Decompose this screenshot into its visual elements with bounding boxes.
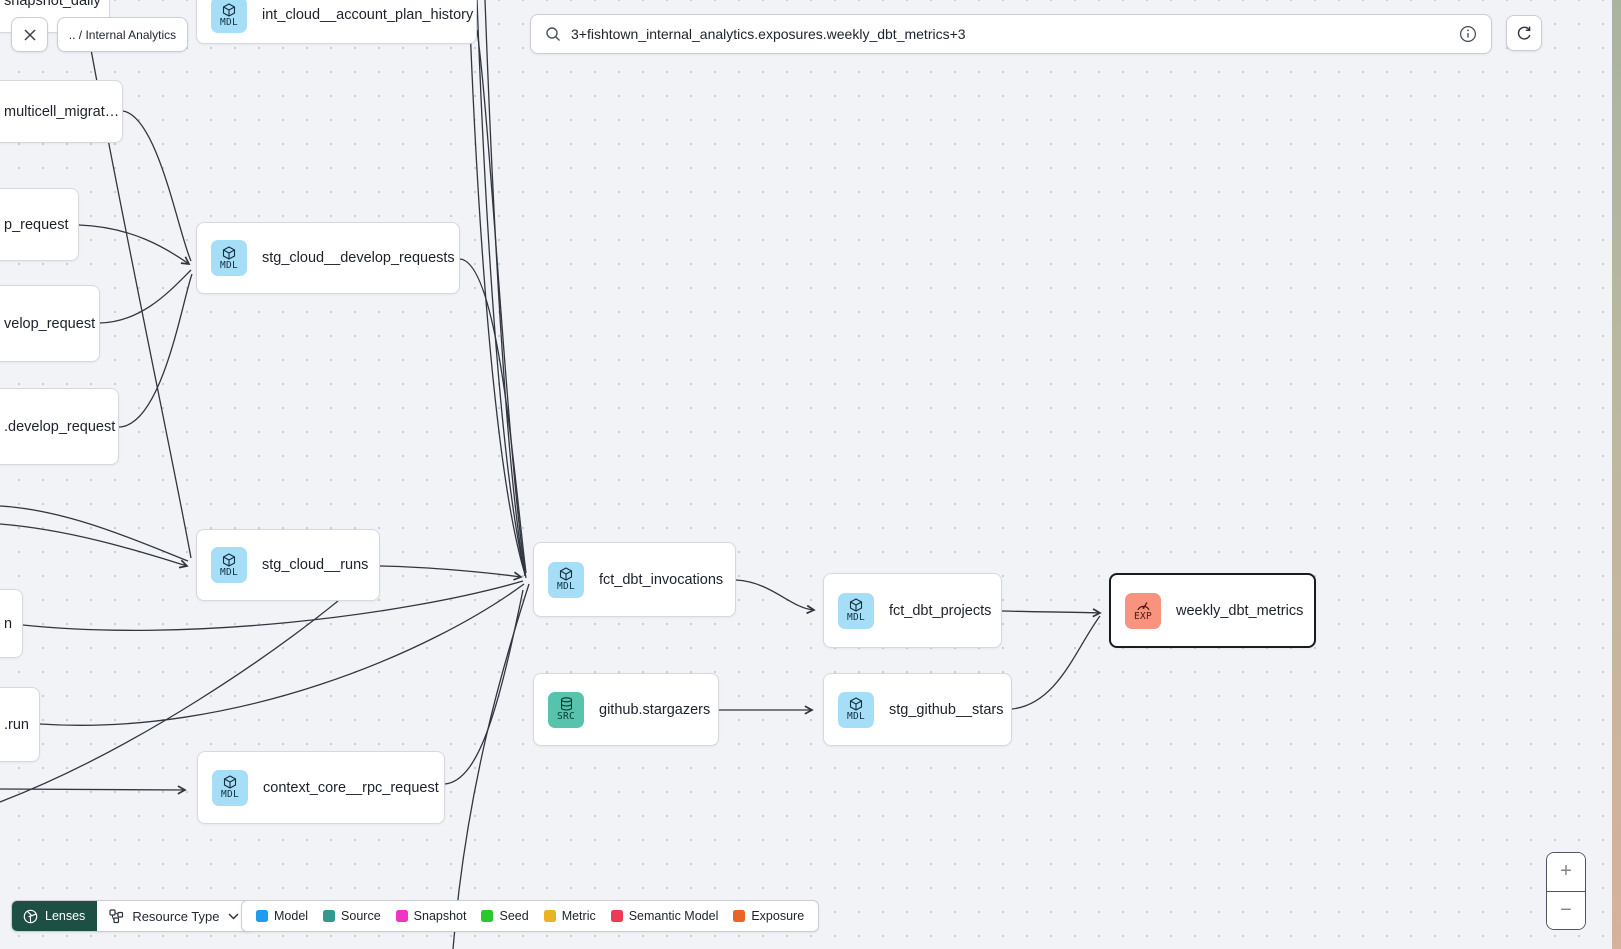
node-label: p_request: [4, 216, 69, 233]
lenses-icon: [23, 909, 38, 923]
model-icon: MDL: [838, 691, 874, 728]
node-run-cutoff[interactable]: MDL .run: [0, 687, 40, 762]
node-label: n: [4, 615, 13, 632]
node-velop-request[interactable]: MDL velop_request: [0, 285, 100, 362]
seed-swatch: [481, 910, 494, 922]
node-label: context_core__rpc_request: [263, 779, 439, 796]
zoom-divider: [1547, 890, 1585, 892]
lenses-toolbar: Lenses Resource Type: [11, 900, 253, 932]
zoom-out-button[interactable]: −: [1547, 891, 1585, 929]
legend-item-seed: Seed: [481, 909, 529, 923]
node-label: fct_dbt_projects: [889, 602, 992, 619]
lenses-button[interactable]: Lenses: [12, 901, 98, 931]
zoom-controls: + −: [1546, 852, 1586, 930]
node-develop-request[interactable]: MDL .develop_request: [0, 388, 119, 465]
node-label: stg_cloud__develop_requests: [262, 250, 455, 266]
legend-item-snapshot: Snapshot: [395, 909, 466, 923]
resource-type-icon: [109, 908, 124, 923]
breadcrumb-label: .. / Internal Analytics: [68, 27, 177, 42]
node-stg-cloud-develop-requests[interactable]: MDL stg_cloud__develop_requests: [196, 222, 460, 294]
node-label: snapshot_daily: [4, 0, 101, 9]
chevron-down-icon: [228, 913, 239, 919]
refresh-button[interactable]: [1506, 15, 1542, 51]
resource-type-label: Resource Type: [132, 908, 220, 924]
source-swatch: [323, 910, 336, 922]
resource-type-legend: Model Source Snapshot Seed Metric Semant…: [241, 900, 820, 932]
model-swatch: [256, 910, 268, 922]
node-label: velop_request: [4, 315, 96, 332]
close-button[interactable]: [11, 17, 48, 52]
node-label: .develop_request: [4, 418, 116, 435]
semantic-model-swatch: [610, 910, 623, 922]
model-icon: MDL: [211, 547, 247, 583]
model-icon: MDL: [211, 0, 247, 33]
legend-item-metric: Metric: [543, 909, 596, 923]
model-icon: MDL: [211, 240, 247, 276]
search-bar[interactable]: [530, 14, 1492, 54]
legend-item-source: Source: [323, 909, 381, 923]
snapshot-swatch: [395, 910, 408, 922]
legend-item-model: Model: [256, 909, 308, 923]
node-stg-github-stars[interactable]: MDL stg_github__stars: [823, 673, 1012, 746]
node-github-stargazers[interactable]: SRC github.stargazers: [533, 673, 719, 746]
node-label: stg_cloud__runs: [262, 557, 369, 573]
node-fct-dbt-projects[interactable]: MDL fct_dbt_projects: [823, 573, 1002, 648]
model-icon: MDL: [548, 561, 584, 598]
node-label: int_cloud__account_plan_history: [262, 7, 474, 23]
node-label: multicell_migrat…: [4, 103, 120, 120]
metric-swatch: [543, 910, 556, 922]
lenses-label: Lenses: [45, 909, 86, 923]
node-context-core-rpc-request[interactable]: MDL context_core__rpc_request: [197, 751, 445, 824]
zoom-in-button[interactable]: +: [1547, 853, 1585, 891]
node-label: .run: [4, 716, 29, 733]
search-icon: [546, 27, 560, 41]
exposure-icon: EXP: [1125, 592, 1161, 629]
close-icon: [23, 28, 36, 41]
node-p-request[interactable]: MDL p_request: [0, 188, 79, 261]
node-n-cutoff[interactable]: MDL n: [0, 589, 23, 658]
resource-type-dropdown[interactable]: Resource Type: [97, 901, 252, 931]
model-icon: MDL: [838, 592, 874, 629]
search-input[interactable]: [571, 26, 1449, 42]
refresh-icon: [1517, 26, 1530, 40]
node-fct-dbt-invocations[interactable]: MDL fct_dbt_invocations: [533, 542, 736, 617]
node-int-cloud-account-plan-history[interactable]: MDL int_cloud__account_plan_history: [196, 0, 477, 44]
node-multicell-migrat[interactable]: MDL multicell_migrat…: [0, 80, 123, 143]
node-label: github.stargazers: [599, 701, 711, 718]
legend-item-semantic-model: Semantic Model: [610, 909, 718, 923]
model-icon: MDL: [212, 769, 248, 806]
node-label: stg_github__stars: [889, 701, 1004, 718]
node-snapshot-daily[interactable]: MDL snapshot_daily: [0, 0, 110, 33]
desktop-edge-strip: [1612, 0, 1621, 949]
legend-item-exposure: Exposure: [733, 909, 804, 923]
exposure-swatch: [733, 910, 746, 922]
node-stg-cloud-runs[interactable]: MDL stg_cloud__runs: [196, 529, 380, 601]
breadcrumb[interactable]: .. / Internal Analytics: [57, 17, 188, 52]
node-weekly-dbt-metrics[interactable]: EXP weekly_dbt_metrics: [1109, 573, 1316, 648]
node-label: fct_dbt_invocations: [599, 571, 724, 588]
node-label: weekly_dbt_metrics: [1176, 602, 1304, 619]
source-icon: SRC: [548, 691, 584, 728]
info-icon[interactable]: [1459, 25, 1477, 43]
